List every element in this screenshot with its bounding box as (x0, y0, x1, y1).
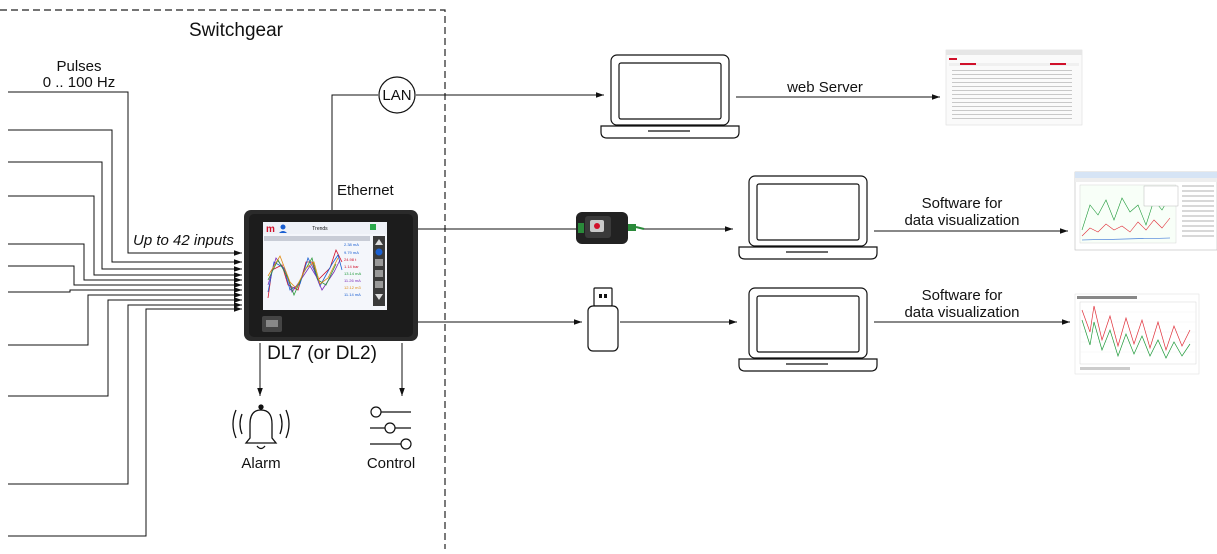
interface-converter-icon (576, 212, 645, 244)
pulses-label: Pulses (56, 58, 101, 75)
switchgear-boundary (0, 9, 446, 549)
dl7-device: m Trends 2.38 mA 9.79 mA 24.98 t 1.14 ba… (244, 210, 418, 341)
svg-text:Trends: Trends (312, 226, 328, 232)
device-label: DL7 (or DL2) (267, 343, 377, 364)
software-label-2b: data visualization (904, 304, 1019, 321)
switchgear-label: Switchgear (189, 20, 284, 41)
svg-text:9.79 mA: 9.79 mA (344, 250, 359, 255)
alarm-label: Alarm (241, 455, 280, 472)
svg-text:11.14 mA: 11.14 mA (344, 292, 361, 297)
ethernet-label: Ethernet (337, 182, 395, 199)
laptop-icon (738, 175, 878, 260)
brand-logo-icon: m (266, 224, 275, 235)
user-icon (280, 224, 286, 230)
device-outputs (257, 343, 405, 396)
software-label-1: Software for (922, 195, 1003, 212)
software-screenshot-1 (1074, 171, 1217, 251)
web-server-label: web Server (786, 79, 863, 96)
web-server-screenshot (945, 49, 1083, 126)
alarm-bell-icon (232, 404, 290, 450)
software-screenshot-2 (1074, 293, 1200, 375)
laptop-icon (738, 287, 878, 372)
inputs-label: Up to 42 inputs (133, 232, 234, 249)
software-label-2: Software for (922, 287, 1003, 304)
svg-text:11.26 mA: 11.26 mA (344, 278, 361, 283)
svg-text:LAN: LAN (382, 87, 411, 104)
pulses-frequency-label: 0 .. 100 Hz (43, 74, 116, 91)
lan-node: LAN (378, 76, 416, 114)
svg-text:2.38 mA: 2.38 mA (344, 242, 359, 247)
svg-text:12.12 m3: 12.12 m3 (344, 285, 361, 290)
control-sliders-icon (370, 406, 412, 450)
svg-text:24.98 t: 24.98 t (344, 257, 357, 262)
svg-text:1.14 bar: 1.14 bar (344, 264, 359, 269)
control-label: Control (367, 455, 415, 472)
software-label-1b: data visualization (904, 212, 1019, 229)
svg-text:13.14 mA: 13.14 mA (344, 271, 361, 276)
ethernet-line (331, 92, 604, 210)
input-lines (8, 91, 242, 537)
laptop-icon (600, 54, 740, 139)
usb-stick-icon (587, 287, 619, 352)
